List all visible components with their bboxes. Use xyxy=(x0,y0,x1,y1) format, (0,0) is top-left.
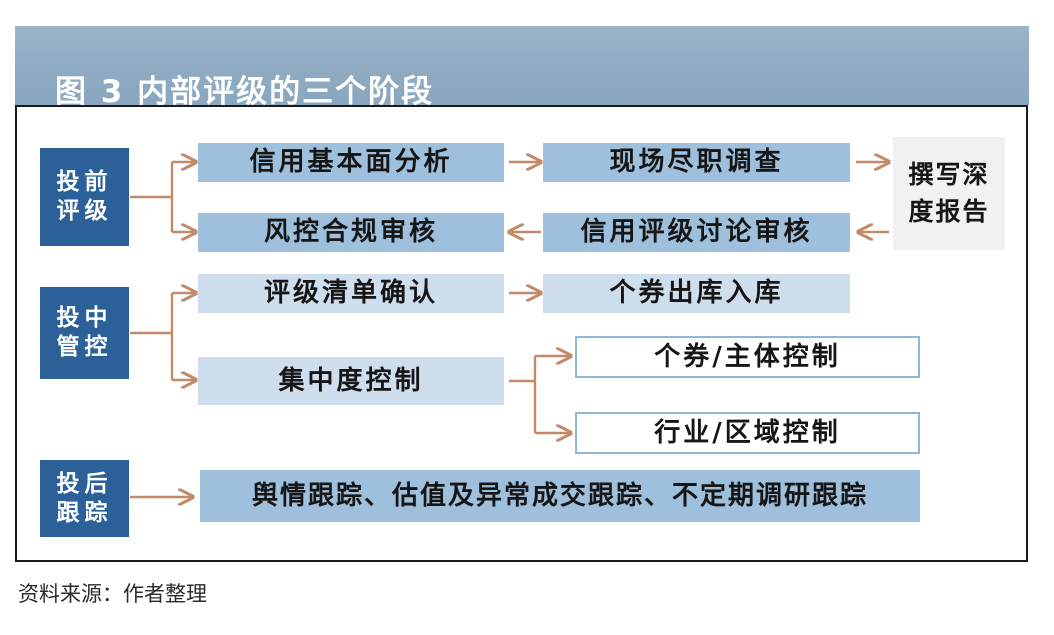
node-label-line-1: 撰写深 xyxy=(908,160,990,190)
node-credit-fundamental-analysis[interactable]: 信用基本面分析 xyxy=(198,143,504,182)
node-label: 现场尽职调查 xyxy=(609,147,784,178)
node-industry-region-control[interactable]: 行业/区域控制 xyxy=(575,412,920,454)
stage-label-line-2: 管控 xyxy=(56,333,113,360)
node-rating-list-confirmation[interactable]: 评级清单确认 xyxy=(198,274,504,313)
page-title: 图 3 内部评级的三个阶段 xyxy=(55,74,435,110)
stage-box-pre-investment[interactable]: 投前 评级 xyxy=(40,148,129,246)
node-credit-rating-discussion-review[interactable]: 信用评级讨论审核 xyxy=(543,213,850,252)
stage-label-line-1: 投前 xyxy=(56,168,113,196)
node-label: 信用评级讨论审核 xyxy=(580,217,813,248)
node-write-depth-report[interactable]: 撰写深 度报告 xyxy=(893,137,1005,250)
node-label-line-2: 度报告 xyxy=(908,196,990,226)
stage-label-line-1: 投后 xyxy=(56,469,113,497)
node-risk-control-compliance-review[interactable]: 风控合规审核 xyxy=(198,213,504,252)
node-label: 信用基本面分析 xyxy=(249,147,453,178)
node-onsite-due-diligence[interactable]: 现场尽职调查 xyxy=(543,143,850,182)
node-label: 个券/主体控制 xyxy=(654,341,841,372)
node-label: 风控合规审核 xyxy=(263,217,438,248)
stage-label-line-2: 评级 xyxy=(56,197,113,224)
node-label: 行业/区域控制 xyxy=(654,417,841,448)
stage-box-post-investment[interactable]: 投后 跟踪 xyxy=(40,460,129,537)
node-label: 评级清单确认 xyxy=(263,278,438,309)
stage-box-mid-investment[interactable]: 投中 管控 xyxy=(40,287,129,379)
node-label: 集中度控制 xyxy=(278,365,424,396)
node-concentration-control[interactable]: 集中度控制 xyxy=(198,357,504,405)
node-bond-in-out-repository[interactable]: 个券出库入库 xyxy=(543,274,850,313)
node-bond-issuer-control[interactable]: 个券/主体控制 xyxy=(575,336,920,378)
stage-label-line-1: 投中 xyxy=(56,304,113,332)
node-post-investment-tracking[interactable]: 舆情跟踪、估值及异常成交跟踪、不定期调研跟踪 xyxy=(200,470,920,522)
node-label: 舆情跟踪、估值及异常成交跟踪、不定期调研跟踪 xyxy=(251,480,868,511)
source-note: 资料来源：作者整理 xyxy=(18,582,207,606)
figure-header-bar: 图 3 内部评级的三个阶段 xyxy=(15,26,1029,110)
stage-label-line-2: 跟踪 xyxy=(56,498,113,526)
node-label: 个券出库入库 xyxy=(609,278,784,309)
